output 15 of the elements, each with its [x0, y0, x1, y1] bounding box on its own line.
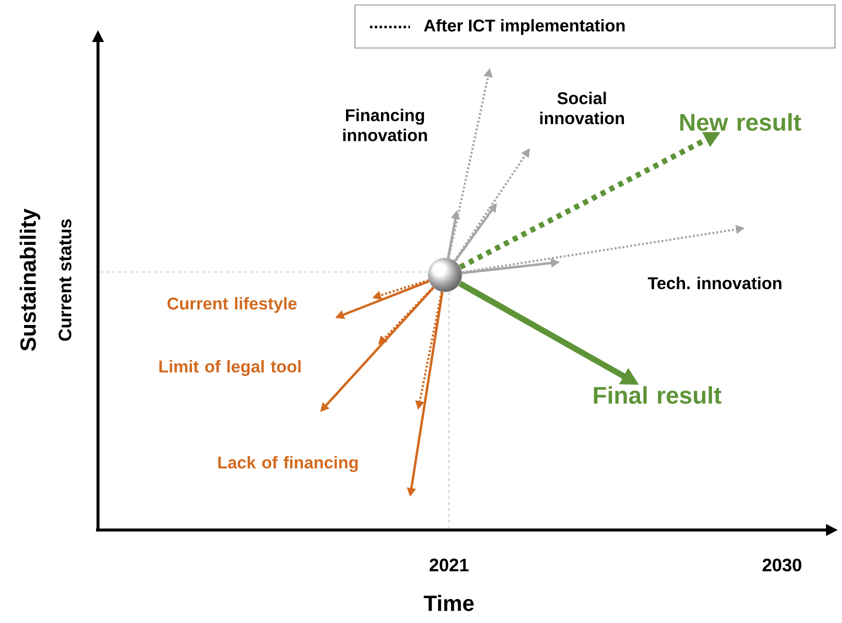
label: Social innovation	[540, 92, 624, 124]
x-axis-title: Time	[424, 594, 474, 612]
label: Final result	[594, 386, 722, 404]
label: Limit of legal tool	[159, 360, 301, 376]
tick-label: 2021	[430, 558, 469, 572]
label: Financing innovation	[343, 108, 427, 142]
y-axis-title: Sustainability	[20, 208, 40, 351]
label: New result	[680, 113, 802, 131]
label: Lack of financing	[218, 456, 358, 472]
legend-text: After ICT implementation	[424, 19, 625, 35]
y-axis-label: Current status	[58, 219, 72, 341]
label: Current lifestyle	[168, 297, 297, 313]
sphere	[428, 258, 462, 292]
label: Tech. innovation	[648, 276, 782, 290]
tick-label: 2030	[762, 558, 802, 572]
